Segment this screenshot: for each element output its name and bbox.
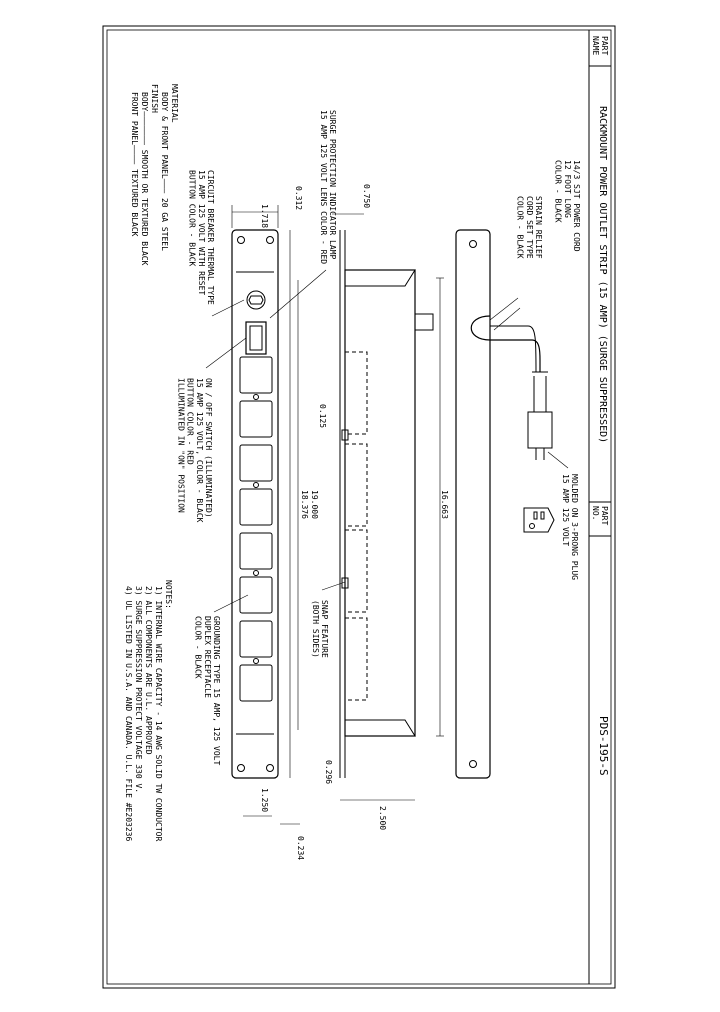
- svg-text:16.663: 16.663: [440, 490, 449, 519]
- dim-1718: 1.718: [260, 204, 269, 228]
- dim-0234: 0.234: [296, 836, 305, 860]
- dim-19000: 19.000: [310, 490, 319, 519]
- notes-heading: NOTES:: [164, 580, 173, 609]
- title-block: PARTNAME RACKMOUNT POWER OUTLET STRIP (1…: [588, 30, 611, 984]
- dim-0312: 0.312: [294, 186, 303, 210]
- material-heading: MATERIAL: [170, 84, 179, 123]
- receptacle-callout: GROUNDING TYPE 15 AMP, 125 VOLTDUPLEX RE…: [194, 616, 221, 765]
- svg-text:14/3 SJT POWER CORD12 FOOT LON: 14/3 SJT POWER CORD12 FOOT LONGCOLOR - B…: [554, 160, 581, 252]
- svg-text:STRAIN RELIEFCORD SET TYPECOLO: STRAIN RELIEFCORD SET TYPECOLOR - BLACK: [516, 196, 543, 259]
- part-name-label: PARTNAME: [591, 36, 609, 55]
- top-view: [436, 229, 555, 779]
- side-view: [339, 230, 434, 778]
- svg-text:0.125: 0.125: [318, 404, 327, 428]
- svg-text:19.000: 19.000: [310, 490, 319, 519]
- svg-text:CIRCUIT BREAKER THERMAL TYPE15: CIRCUIT BREAKER THERMAL TYPE15 AMP 125 V…: [188, 170, 215, 305]
- notes-block: NOTES: 1) INTERNAL WIRE CAPACITY - 14 AW…: [124, 580, 173, 841]
- switch-callout: ON / OFF SWITCH (ILLUMINATED)15 AMP 125 …: [176, 378, 213, 523]
- material-body: BODY——————— SMOOTH OR TEXTURED BLACK: [140, 92, 149, 266]
- dim-0125: 0.125: [318, 404, 327, 428]
- breaker-callout: CIRCUIT BREAKER THERMAL TYPE15 AMP 125 V…: [188, 170, 215, 305]
- inner-border: [106, 29, 612, 985]
- outer-border: [102, 25, 616, 989]
- dimension-lines: [231, 205, 415, 825]
- dim-0296: 0.296: [324, 760, 333, 784]
- svg-text:GROUNDING TYPE 15 AMP, 125 VOL: GROUNDING TYPE 15 AMP, 125 VOLTDUPLEX RE…: [194, 616, 221, 765]
- part-name: RACKMOUNT POWER OUTLET STRIP (15 AMP) (S…: [597, 106, 608, 443]
- note-2: 2) ALL COMPONENTS ARE U.L. APPROVED: [144, 586, 153, 755]
- svg-text:MOLDED ON 3-PRONG PLUG15 AMP 1: MOLDED ON 3-PRONG PLUG15 AMP 125 VOLT: [561, 474, 579, 580]
- strain-callout: STRAIN RELIEFCORD SET TYPECOLOR - BLACK: [516, 196, 543, 259]
- part-no: PDS-195-S: [597, 716, 610, 776]
- cord-callout: 14/3 SJT POWER CORD12 FOOT LONGCOLOR - B…: [554, 160, 581, 252]
- svg-text:2.500: 2.500: [378, 806, 387, 830]
- svg-text:1.250: 1.250: [260, 788, 269, 812]
- material-finish: FINISH: [150, 84, 159, 113]
- material-body-front: BODY & FRONT PANEL——— 20 GA STEEL: [160, 92, 169, 251]
- note-4: 4) UL LISTED IN U.S.A. AND CANADA. U.L. …: [124, 586, 133, 841]
- snap-callout: SNAP FEATURE(BOTH SIDES): [311, 600, 329, 658]
- dim-18376: 18.376: [300, 490, 309, 519]
- svg-text:1.718: 1.718: [260, 204, 269, 228]
- svg-text:0.312: 0.312: [294, 186, 303, 210]
- svg-text:SURGE PROTECTION INDICATOR LAM: SURGE PROTECTION INDICATOR LAMP15 AMP 12…: [319, 110, 337, 264]
- lamp-callout: SURGE PROTECTION INDICATOR LAMP15 AMP 12…: [319, 110, 337, 264]
- plug-callout: MOLDED ON 3-PRONG PLUG15 AMP 125 VOLT: [561, 474, 579, 580]
- svg-text:0.750: 0.750: [362, 184, 371, 208]
- svg-text:SNAP FEATURE(BOTH SIDES): SNAP FEATURE(BOTH SIDES): [311, 600, 329, 658]
- dim-0750: 0.750: [362, 184, 371, 208]
- svg-text:0.296: 0.296: [324, 760, 333, 784]
- dim-16663: 16.663: [440, 490, 449, 519]
- front-panel: [231, 229, 279, 779]
- material-front: FRONT PANEL———— TEXTURED BLACK: [130, 92, 139, 237]
- material-block: MATERIAL BODY & FRONT PANEL——— 20 GA STE…: [130, 84, 179, 266]
- svg-text:ON / OFF SWITCH (ILLUMINATED)1: ON / OFF SWITCH (ILLUMINATED)15 AMP 125 …: [176, 378, 213, 523]
- dim-2500: 2.500: [378, 806, 387, 830]
- receptacles: [239, 356, 273, 702]
- leader-lines: [205, 269, 569, 613]
- note-1: 1) INTERNAL WIRE CAPACITY - 14 AWG SOLID…: [154, 586, 163, 841]
- svg-text:18.376: 18.376: [300, 490, 309, 519]
- dim-1250: 1.250: [260, 788, 269, 812]
- svg-text:0.234: 0.234: [296, 836, 305, 860]
- part-no-label: PARTNO.: [591, 506, 609, 525]
- note-3: 3) SURGE SUPPRESSION PROTECT VOLTAGE 330…: [134, 586, 143, 793]
